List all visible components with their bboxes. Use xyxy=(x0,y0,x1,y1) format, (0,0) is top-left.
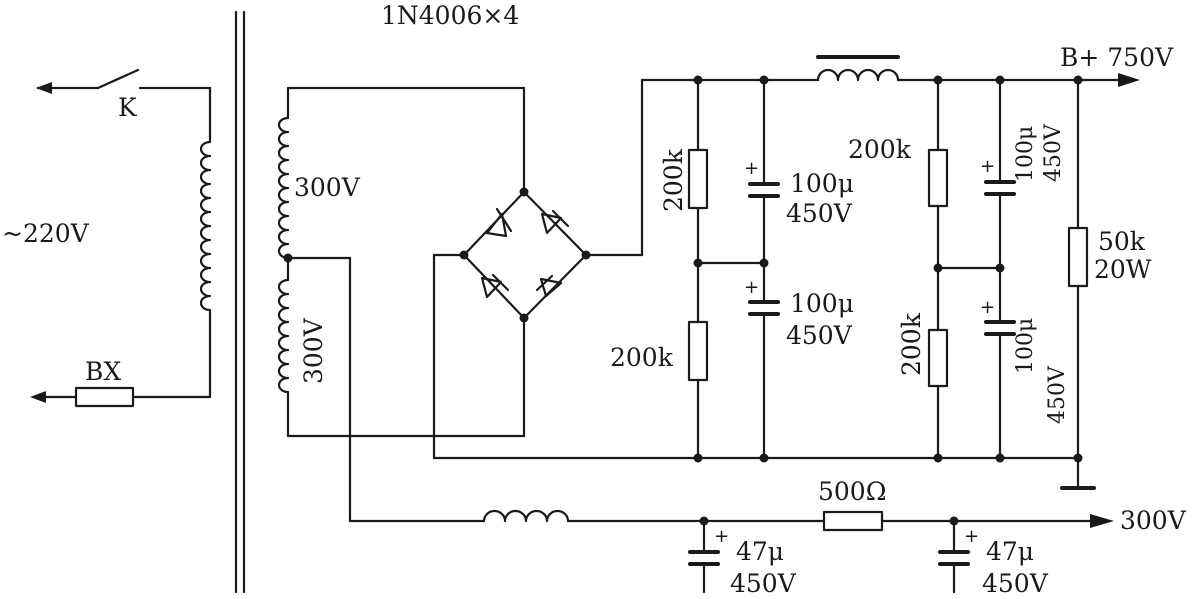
lv-output-label: 300V xyxy=(1120,506,1187,535)
transformer-core xyxy=(234,10,246,594)
resistor-500 xyxy=(822,510,884,532)
resistor-left-top xyxy=(687,148,709,210)
resistor-right-bottom xyxy=(927,328,949,388)
filter-choke-lv xyxy=(482,509,570,523)
diode-1 xyxy=(485,207,513,238)
diode-3 xyxy=(480,273,510,299)
secondary-winding-upper xyxy=(277,116,290,260)
cap-out2-value: 47μ xyxy=(986,537,1034,566)
mains-input-top xyxy=(36,82,100,94)
fuse-label: BX xyxy=(85,357,121,386)
cap-right-top-voltage: 450V xyxy=(1041,123,1066,182)
cap-left-bottom-value: 100μ xyxy=(790,289,854,318)
filter-choke-hv xyxy=(816,68,900,82)
cap-left-top-polarity: + xyxy=(744,158,759,179)
diodes-label: 1N4006×4 xyxy=(381,1,519,30)
resistor-left-top-label: 200k xyxy=(659,148,688,212)
diode-4 xyxy=(535,274,563,298)
primary-winding xyxy=(199,140,212,312)
fuse-bx: BX xyxy=(30,357,212,408)
hv-output-arrow xyxy=(1118,73,1140,87)
cap-left-top-voltage: 450V xyxy=(786,199,853,228)
cap-right-top-polarity: + xyxy=(980,156,995,177)
cap-left-bottom-voltage: 450V xyxy=(786,321,853,350)
resistor-load-power: 20W xyxy=(1094,255,1152,284)
cap-out1-polarity: + xyxy=(714,526,729,547)
cap-out1-value: 47μ xyxy=(736,537,784,566)
cap-left-top-value: 100μ xyxy=(790,169,854,198)
resistor-right-top-label: 200k xyxy=(848,135,912,164)
switch-label: K xyxy=(118,93,138,122)
cap-right-bottom-polarity: + xyxy=(980,297,995,318)
secondary-upper-voltage: 300V xyxy=(294,173,361,202)
bridge-rectifier: 1N4006×4 xyxy=(381,1,591,438)
secondary-winding-lower xyxy=(277,278,290,394)
hv-output-label: B+ 750V xyxy=(1060,43,1174,72)
diode-2 xyxy=(540,209,570,235)
resistor-right-bottom-label: 200k xyxy=(897,312,926,376)
cap-out2-voltage: 450V xyxy=(982,569,1049,598)
lv-output-arrow xyxy=(1090,514,1114,528)
cap-right-top-value: 100μ xyxy=(1013,126,1038,182)
cap-right-bottom-voltage: 450V xyxy=(1045,365,1070,424)
mains-voltage-label: ~220V xyxy=(2,219,90,248)
resistor-left-bottom xyxy=(687,320,709,382)
cap-out1-voltage: 450V xyxy=(730,569,797,598)
secondary-lower-voltage: 300V xyxy=(299,317,328,384)
resistor-load xyxy=(1067,226,1089,288)
resistor-500-label: 500Ω xyxy=(818,477,886,506)
resistor-right-top xyxy=(927,148,949,208)
switch-k: K xyxy=(96,68,212,122)
cap-left-bottom-polarity: + xyxy=(744,277,759,298)
resistor-left-bottom-label: 200k xyxy=(610,343,674,372)
cap-right-bottom-value: 100μ xyxy=(1013,318,1038,374)
resistor-load-value: 50k xyxy=(1098,227,1146,256)
cap-out2-polarity: + xyxy=(964,526,979,547)
